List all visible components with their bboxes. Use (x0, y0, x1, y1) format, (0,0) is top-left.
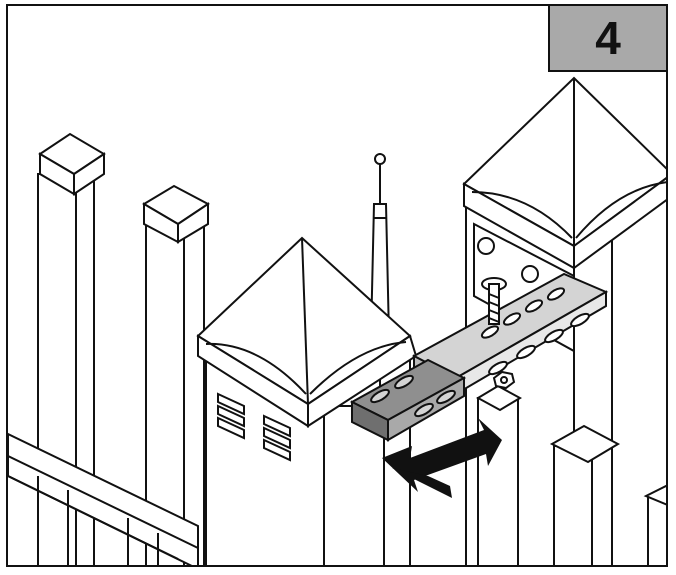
fence-pickets-left (37, 132, 210, 565)
bottom-rail-left (8, 432, 199, 565)
illustration-frame: 4 (6, 4, 668, 567)
picket-right (549, 424, 666, 565)
hex-nut-icon (492, 370, 516, 390)
center-post (475, 384, 523, 565)
left-post (196, 236, 418, 565)
double-headed-arrow-icon (382, 418, 502, 498)
carriage-bolt-icon (481, 277, 507, 325)
step-badge: 4 (548, 6, 666, 72)
assembly-illustration (8, 76, 666, 565)
step-number: 4 (595, 12, 621, 64)
vent-slots (217, 392, 291, 462)
gate-bracket (349, 272, 609, 442)
